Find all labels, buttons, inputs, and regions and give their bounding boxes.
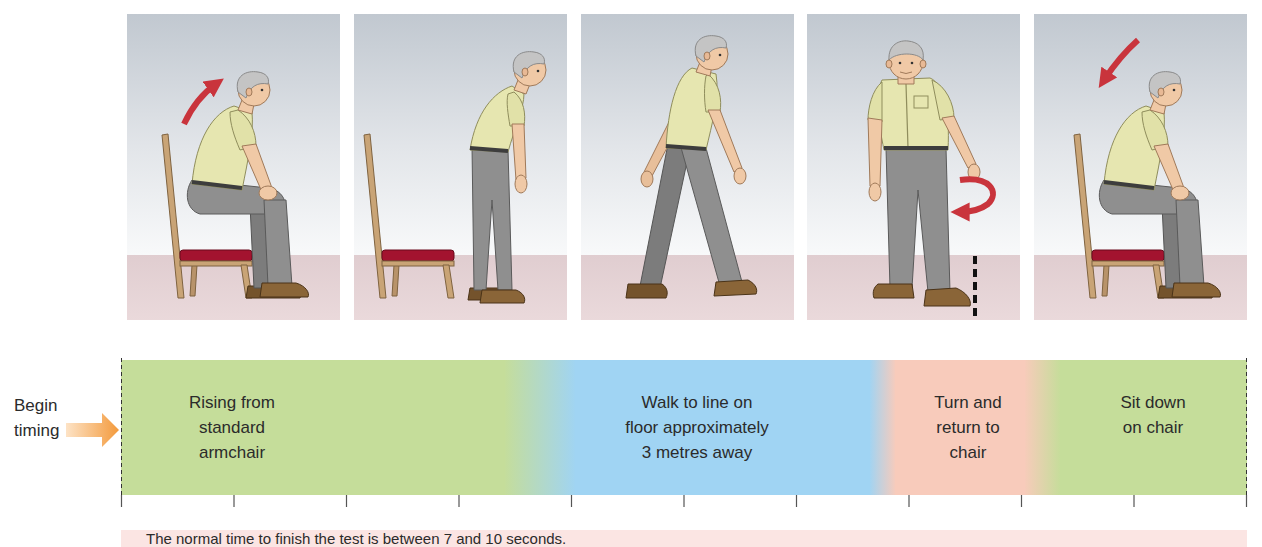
panel-4-turning-part [868,118,882,186]
panel-2-standing-part [472,146,512,290]
panel-4-turning [868,41,993,320]
motion-arrow [184,84,216,124]
panel-backgrounds-part [581,14,794,255]
tick-marks-part [796,495,797,507]
panel-2-standing [364,52,546,303]
panel-4-turning-part [889,41,923,60]
panel-4-turning-part [900,72,912,74]
panel-2-standing-part [537,70,540,73]
color-transition [1024,360,1061,495]
segment-label: Sit down on chair [1113,390,1193,440]
segment-label: Turn and return to chair [927,390,1009,465]
panel-2-standing-part [507,92,525,126]
panel-3-walking-part [704,52,710,60]
panel-3-walking-part [705,74,721,112]
panel-4-turning-part [942,116,976,168]
timeline-segment: Walk to line on floor approximately 3 me… [575,360,870,495]
timeline-segment: Rising from standard armchair [121,360,505,495]
note-band: The normal time to finish the test is be… [121,530,1247,547]
tick-marks-part [571,495,572,507]
start-boundary [121,358,122,497]
note-text: The normal time to finish the test is be… [146,530,1247,547]
panel-4-turning-part [884,146,948,150]
panel-backgrounds-part [581,255,794,320]
tick-marks-part [683,495,684,507]
timeline-segment: Sit down on chair [1060,360,1247,495]
panel-3-walking [626,36,757,298]
panel-2-standing-part [470,148,508,151]
tick-marks-part [233,495,234,507]
panel-2-standing-part [522,68,528,76]
start-arrow [66,413,119,447]
chair [364,134,454,298]
panel-2-standing-part [513,52,544,78]
panel-4-turning-part [911,62,914,65]
panel-4-turning-part [920,60,926,68]
tick-marks [122,495,1247,507]
tick-marks-part [1246,495,1247,507]
tick-marks-part [121,495,122,507]
panel-2-standing-part [512,124,526,180]
seated-man [187,72,308,298]
segment-label: Rising from standard armchair [182,390,282,465]
motion-arrow [1104,40,1138,80]
panel-3-walking-part [719,54,722,57]
panel-3-walking-part [714,280,757,296]
label-holder: Begin timing [14,393,70,443]
seated-man [1099,72,1220,298]
panel-4-turning-part [873,284,914,298]
turn-arrow [960,179,993,212]
panel-2-standing-part [515,175,527,193]
end-boundary [1246,358,1247,497]
segment-label: Walk to line on floor approximately 3 me… [624,390,770,465]
color-transition [869,360,896,495]
panel-4-turning-part [868,82,882,122]
panel-1-rising [162,72,309,298]
panel-4-turning-part [899,62,902,65]
floor-line [973,256,977,320]
panel-5-sitting [1074,40,1221,298]
tick-marks-part [1133,495,1134,507]
color-transition [504,360,576,495]
panel-3-walking-part [626,284,667,298]
panel-2-standing-part [480,290,525,303]
tick-marks-part [458,495,459,507]
panel-4-turning-part [869,183,881,201]
tick-marks-part [346,495,347,507]
panel-backgrounds [127,14,1247,320]
panel-4-turning-part [886,148,950,292]
panel-4-turning-part [914,96,928,108]
timeline-segment: Turn and return to chair [895,360,1025,495]
panel-4-turning-part [906,84,908,148]
panel-3-walking-part [695,36,726,62]
tick-marks-part [1021,495,1022,507]
panel-3-walking-part [708,110,742,172]
start-label: Begin timing [14,393,70,443]
panel-4-turning-part [886,60,892,68]
panel-backgrounds-part [354,14,567,255]
panel-4-turning-part [932,80,954,120]
panel-4-turning-part [924,288,970,306]
tick-marks-part [908,495,909,507]
panel-3-walking-part [641,171,653,187]
panel-3-walking-part [734,168,746,184]
panel-3-walking-part [666,146,706,149]
